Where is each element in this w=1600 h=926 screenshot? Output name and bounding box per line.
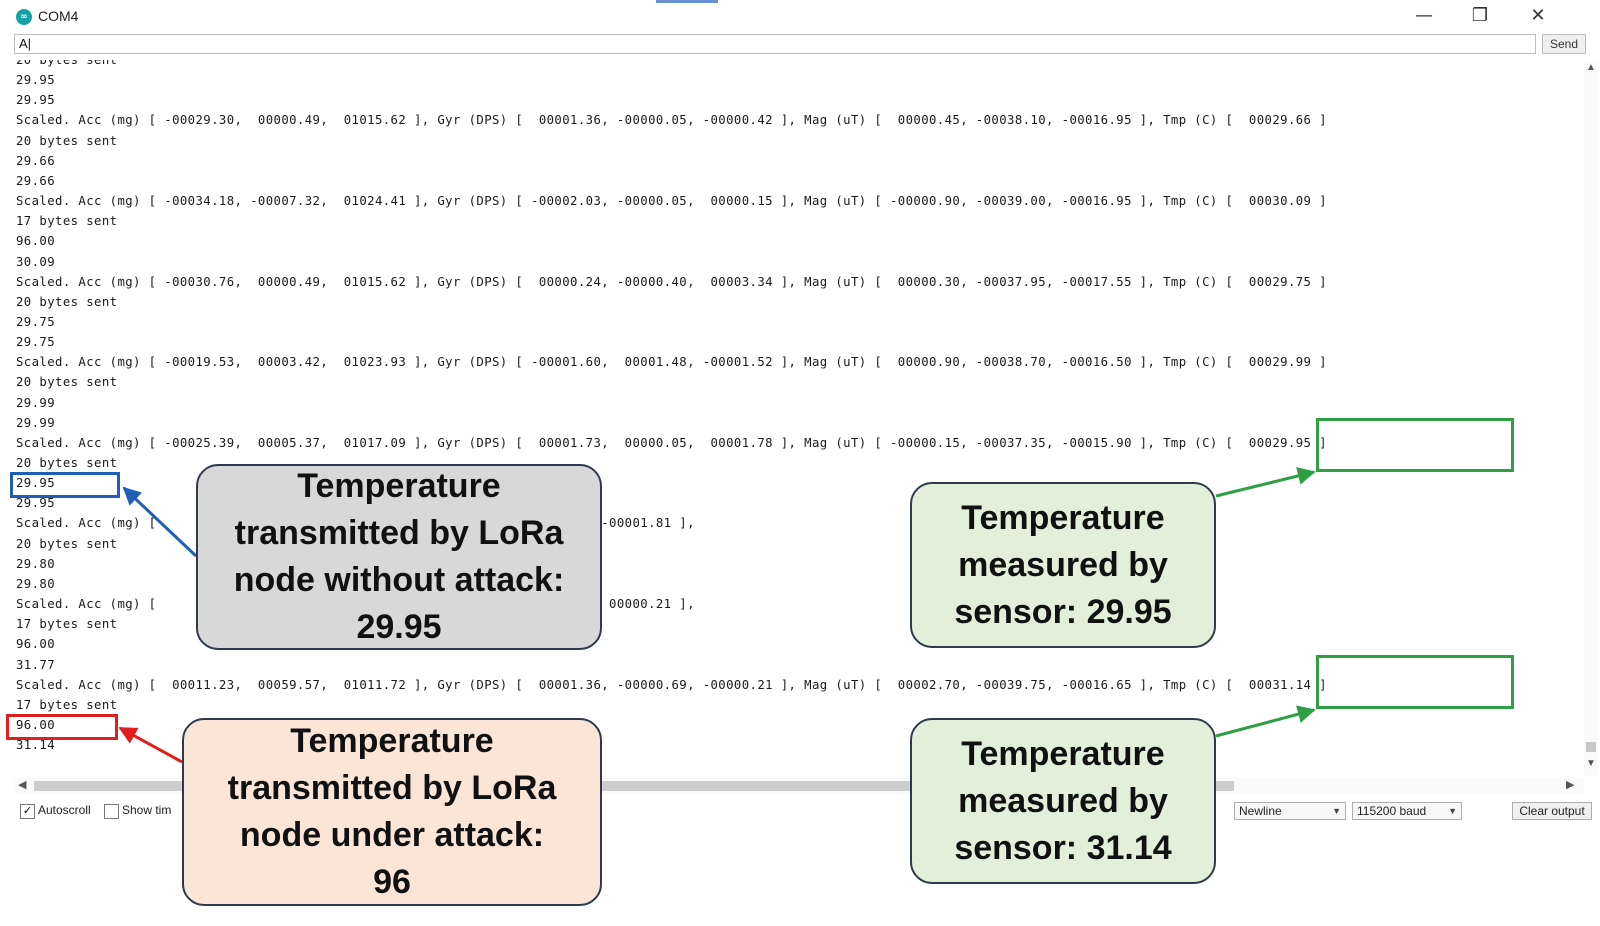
serial-line: 20 bytes sent bbox=[16, 60, 118, 67]
autoscroll-label: Autoscroll bbox=[38, 803, 91, 817]
vertical-scrollbar[interactable]: ▲ ▼ bbox=[1584, 62, 1598, 776]
restore-icon[interactable]: ❐ bbox=[1471, 5, 1489, 26]
baud-rate-select[interactable]: 115200 baud ▼ bbox=[1352, 802, 1462, 820]
serial-line: 20 bytes sent bbox=[16, 294, 118, 309]
scroll-down-icon[interactable]: ▼ bbox=[1586, 758, 1596, 769]
minimize-icon[interactable]: — bbox=[1415, 5, 1433, 26]
serial-line: 20 bytes sent bbox=[16, 133, 118, 148]
callout-line: node without attack: bbox=[233, 561, 565, 599]
vertical-scroll-thumb[interactable] bbox=[1586, 742, 1596, 752]
line-ending-select[interactable]: Newline ▼ bbox=[1234, 802, 1346, 820]
callout-under-attack: Temperature transmitted by LoRa node und… bbox=[182, 718, 602, 906]
callout-line: node under attack: bbox=[239, 816, 545, 854]
serial-line: 29.95 bbox=[16, 93, 56, 108]
show-timestamp-checkbox[interactable] bbox=[104, 804, 119, 819]
serial-line: 29.99 bbox=[16, 415, 56, 430]
serial-line: 17 bytes sent bbox=[16, 214, 118, 229]
callout-line: Temperature bbox=[961, 498, 1165, 537]
title-accent-line bbox=[656, 0, 718, 3]
clear-output-button[interactable]: Clear output bbox=[1512, 802, 1592, 820]
close-icon[interactable]: ✕ bbox=[1530, 5, 1546, 26]
serial-line: 31.77 bbox=[16, 657, 56, 672]
serial-line: 17 bytes sent bbox=[16, 617, 118, 632]
serial-line: 29.66 bbox=[16, 173, 56, 188]
serial-line: Scaled. Acc (mg) [ -00029.30, 00000.49, … bbox=[16, 113, 1327, 128]
serial-line: 20 bytes sent bbox=[16, 375, 118, 390]
send-bar: A| Send bbox=[14, 34, 1586, 58]
callout-line: measured by bbox=[958, 781, 1168, 820]
serial-line: 29.75 bbox=[16, 314, 56, 329]
serial-line: 20 bytes sent bbox=[16, 536, 118, 551]
scroll-right-icon[interactable]: ▶ bbox=[1566, 779, 1575, 791]
serial-line: 96.00 bbox=[16, 637, 56, 652]
highlight-box-under-attack bbox=[6, 714, 118, 740]
highlight-box-sensor-2 bbox=[1316, 655, 1514, 709]
arrow-sensor-1 bbox=[1215, 467, 1316, 498]
line-ending-value: Newline bbox=[1239, 804, 1282, 818]
serial-line: Scaled. Acc (mg) [ -00034.18, -00007.32,… bbox=[16, 194, 1327, 209]
highlight-box-sensor-1 bbox=[1316, 418, 1514, 472]
title-bar: ∞ COM4 — ❐ ✕ bbox=[0, 0, 1600, 32]
callout-line: 96 bbox=[373, 863, 411, 901]
callout-line: transmitted by LoRa bbox=[234, 514, 564, 552]
autoscroll-checkbox[interactable]: ✓ bbox=[20, 804, 35, 819]
baud-rate-value: 115200 baud bbox=[1357, 804, 1427, 818]
callout-sensor-2: Temperature measured by sensor: 31.14 bbox=[910, 718, 1216, 884]
horizontal-scroll-thumb[interactable] bbox=[34, 781, 1234, 791]
serial-line: 29.95 bbox=[16, 496, 56, 511]
serial-line: 29.80 bbox=[16, 576, 56, 591]
callout-line: 29.95 bbox=[356, 608, 442, 646]
callout-sensor-1: Temperature measured by sensor: 29.95 bbox=[910, 482, 1216, 648]
serial-line: Scaled. Acc (mg) [ -00019.53, 00003.42, … bbox=[16, 355, 1327, 370]
serial-line: 17 bytes sent bbox=[16, 697, 118, 712]
callout-line: Temperature bbox=[290, 722, 494, 760]
serial-line: 29.99 bbox=[16, 395, 56, 410]
serial-line: 96.00 bbox=[16, 234, 56, 249]
highlight-box-without-attack bbox=[10, 472, 120, 498]
serial-line: 96.00 bbox=[16, 717, 56, 732]
serial-line: 29.95 bbox=[16, 476, 56, 491]
chevron-down-icon: ▼ bbox=[1448, 806, 1457, 816]
scroll-up-icon[interactable]: ▲ bbox=[1586, 62, 1596, 73]
serial-line: 29.75 bbox=[16, 335, 56, 350]
serial-line: 20 bytes sent bbox=[16, 456, 118, 470]
arrow-sensor-2 bbox=[1215, 705, 1316, 738]
serial-line: 31.14 bbox=[16, 738, 56, 753]
callout-line: transmitted by LoRa bbox=[227, 769, 557, 807]
serial-line: Scaled. Acc (mg) [ -00025.39, 00005.37, … bbox=[16, 435, 1327, 450]
callout-line: Temperature bbox=[961, 734, 1165, 773]
callout-line: measured by bbox=[958, 545, 1168, 584]
serial-line: 29.80 bbox=[16, 556, 56, 571]
chevron-down-icon: ▼ bbox=[1332, 806, 1341, 816]
arduino-icon: ∞ bbox=[16, 9, 32, 25]
serial-input[interactable]: A| bbox=[14, 34, 1536, 54]
serial-line: 30.09 bbox=[16, 254, 56, 269]
serial-line: Scaled. Acc (mg) [ -00030.76, 00000.49, … bbox=[16, 274, 1327, 289]
callout-without-attack: Temperature transmitted by LoRa node wit… bbox=[196, 464, 602, 650]
serial-line: Scaled. Acc (mg) [ 00011.23, 00059.57, 0… bbox=[16, 677, 1327, 692]
callout-line: sensor: 31.14 bbox=[954, 828, 1172, 867]
serial-line: 29.66 bbox=[16, 153, 56, 168]
arrow-without-attack bbox=[122, 486, 198, 558]
window-title: COM4 bbox=[38, 8, 79, 24]
serial-line: 29.95 bbox=[16, 73, 56, 88]
send-button[interactable]: Send bbox=[1542, 34, 1586, 54]
show-timestamp-label: Show tim bbox=[122, 803, 172, 817]
callout-line: sensor: 29.95 bbox=[954, 592, 1172, 631]
scroll-left-icon[interactable]: ◀ bbox=[18, 779, 27, 791]
arrow-under-attack bbox=[118, 726, 183, 764]
callout-line: Temperature bbox=[297, 467, 501, 505]
